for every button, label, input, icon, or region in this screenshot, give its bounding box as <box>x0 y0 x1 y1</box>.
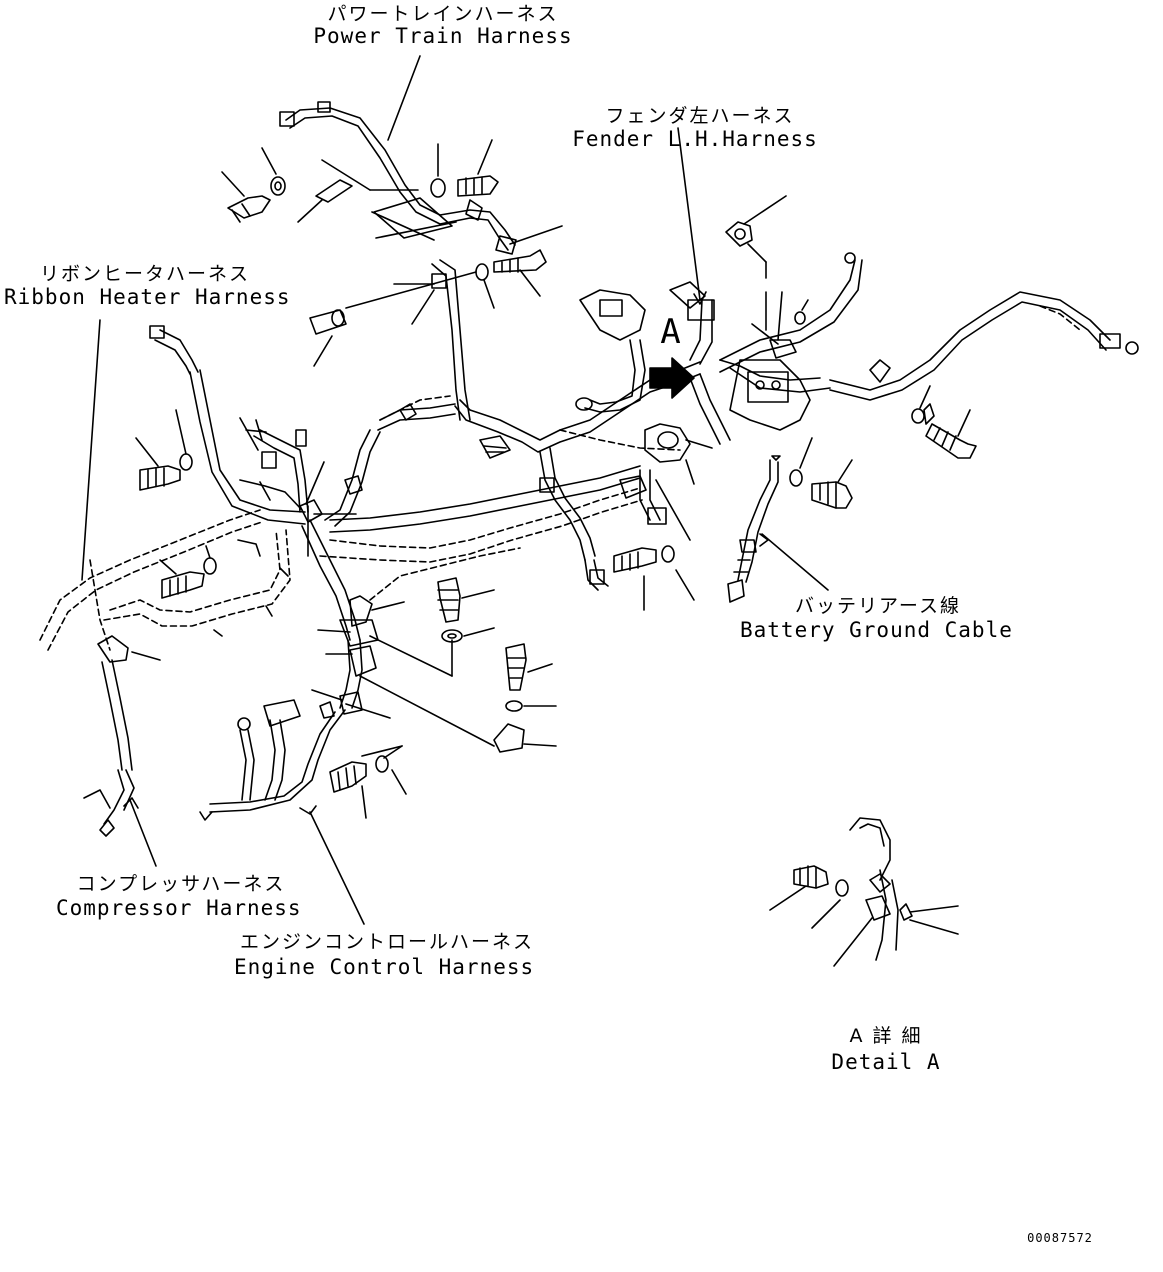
view-a-marker: A <box>660 312 682 352</box>
ribbon-heater-label-jp: リボンヒータハーネス <box>39 263 250 285</box>
battery-ground-label-en: Battery Ground Cable <box>740 618 1013 642</box>
battery-ground-label-jp: バッテリアース線 <box>795 595 961 617</box>
detail-a-label-jp: A 詳 細 <box>849 1025 923 1047</box>
power-train-parts <box>228 176 546 334</box>
engine-control-label-jp: エンジンコントロールハーネス <box>240 931 535 953</box>
power-train-harness-drawing <box>280 102 516 420</box>
engine-control-label-en: Engine Control Harness <box>234 955 535 979</box>
detail-a-label-en: Detail A <box>831 1050 941 1074</box>
dashed-wiring <box>40 306 1080 650</box>
fender-lh-label-en: Fender L.H.Harness <box>572 127 818 151</box>
compressor-label-en: Compressor Harness <box>56 896 302 920</box>
power-train-label-jp: パワートレインハーネス <box>327 3 559 25</box>
power-train-leaders <box>222 56 562 366</box>
center-lower-parts <box>124 462 556 924</box>
detail-a-drawing <box>770 818 958 966</box>
power-train-label-en: Power Train Harness <box>313 24 573 48</box>
right-side-parts <box>614 128 976 610</box>
left-side-parts <box>82 320 288 836</box>
fender-lh-label-jp: フェンダ左ハーネス <box>605 105 795 127</box>
compressor-label-jp: コンプレッサハーネス <box>76 873 286 895</box>
main-harness-drawing <box>150 253 1138 820</box>
view-a-arrow <box>650 358 694 398</box>
ribbon-heater-label-en: Ribbon Heater Harness <box>4 285 291 309</box>
document-number: 00087572 <box>1027 1231 1093 1245</box>
